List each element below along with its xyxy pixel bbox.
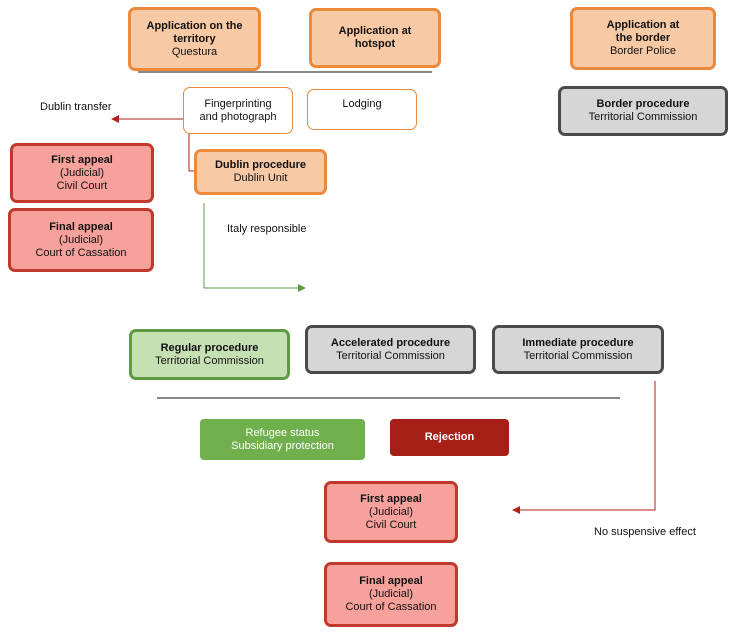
final-appeal-bottom-title: Final appeal [359,575,423,587]
first-appeal-bottom-box: First appeal (Judicial) Civil Court [324,481,458,543]
first-appeal-left-title: First appeal [51,153,113,166]
final-appeal-bottom-box: Final appeal (Judicial) Court of Cassati… [324,562,458,627]
fingerprinting-box: Fingerprinting and photograph [183,87,293,134]
application-territory-sub: Questura [171,45,218,58]
application-border-title: Application at the border [606,19,680,44]
application-hotspot-box: Application at hotspot [309,8,441,68]
first-appeal-bottom-title: First appeal [360,492,422,505]
immediate-procedure-sub: Territorial Commission [523,349,633,362]
first-appeal-left-sub2: Civil Court [56,179,108,192]
final-appeal-bottom-sub1: (Judicial) [368,588,413,600]
first-appeal-bottom-sub1: (Judicial) [368,505,413,518]
lodging-box: Lodging [307,89,417,130]
final-appeal-left-title: Final appeal [49,220,113,233]
rejection-box: Rejection [390,419,509,456]
accelerated-procedure-sub: Territorial Commission [336,349,445,362]
final-appeal-left-box: Final appeal (Judicial) Court of Cassati… [8,208,154,272]
fingerprinting-text: Fingerprinting and photograph [199,97,277,123]
refugee-status-box: Refugee status Subsidiary protection [200,419,365,460]
first-appeal-bottom-sub2: Civil Court [365,518,417,531]
application-border-sub: Border Police [609,45,677,57]
regular-procedure-box: Regular procedure Territorial Commission [129,329,290,380]
application-hotspot-title: Application at hotspot [338,25,412,50]
dublin-procedure-sub: Dublin Unit [233,172,288,184]
application-border-box: Application at the border Border Police [570,7,716,70]
regular-procedure-title: Regular procedure [160,341,259,354]
regular-procedure-sub: Territorial Commission [155,354,264,367]
final-appeal-left-sub2: Court of Cassation [35,246,127,259]
italy-responsible-label: Italy responsible [227,223,307,235]
refugee-status-line2: Subsidiary protection [231,439,334,452]
no-suspensive-effect-arrow [512,381,656,514]
italy-responsible-arrow [203,203,306,292]
final-appeal-left-sub1: (Judicial) [58,233,103,246]
application-territory-box: Application on the territory Questura [128,7,261,71]
refugee-status-line1: Refugee status [245,426,320,439]
dublin-procedure-box: Dublin procedure Dublin Unit [194,149,327,195]
first-appeal-left-box: First appeal (Judicial) Civil Court [10,143,154,203]
border-procedure-box: Border procedure Territorial Commission [558,86,728,136]
dublin-procedure-title: Dublin procedure [214,159,307,171]
no-suspensive-effect-label: No suspensive effect [594,526,696,538]
border-procedure-title: Border procedure [596,98,690,110]
lodging-text: Lodging [342,98,382,110]
accelerated-procedure-box: Accelerated procedure Territorial Commis… [305,325,476,374]
border-procedure-sub: Territorial Commission [588,111,698,123]
application-territory-title: Application on the territory [146,19,243,45]
rejection-text: Rejection [424,431,475,443]
immediate-procedure-title: Immediate procedure [522,336,634,349]
final-appeal-bottom-sub2: Court of Cassation [345,601,437,613]
dublin-transfer-arrow [111,115,194,172]
dublin-transfer-label: Dublin transfer [40,101,112,113]
accelerated-procedure-title: Accelerated procedure [330,336,451,349]
first-appeal-left-sub1: (Judicial) [59,166,104,179]
immediate-procedure-box: Immediate procedure Territorial Commissi… [492,325,664,374]
